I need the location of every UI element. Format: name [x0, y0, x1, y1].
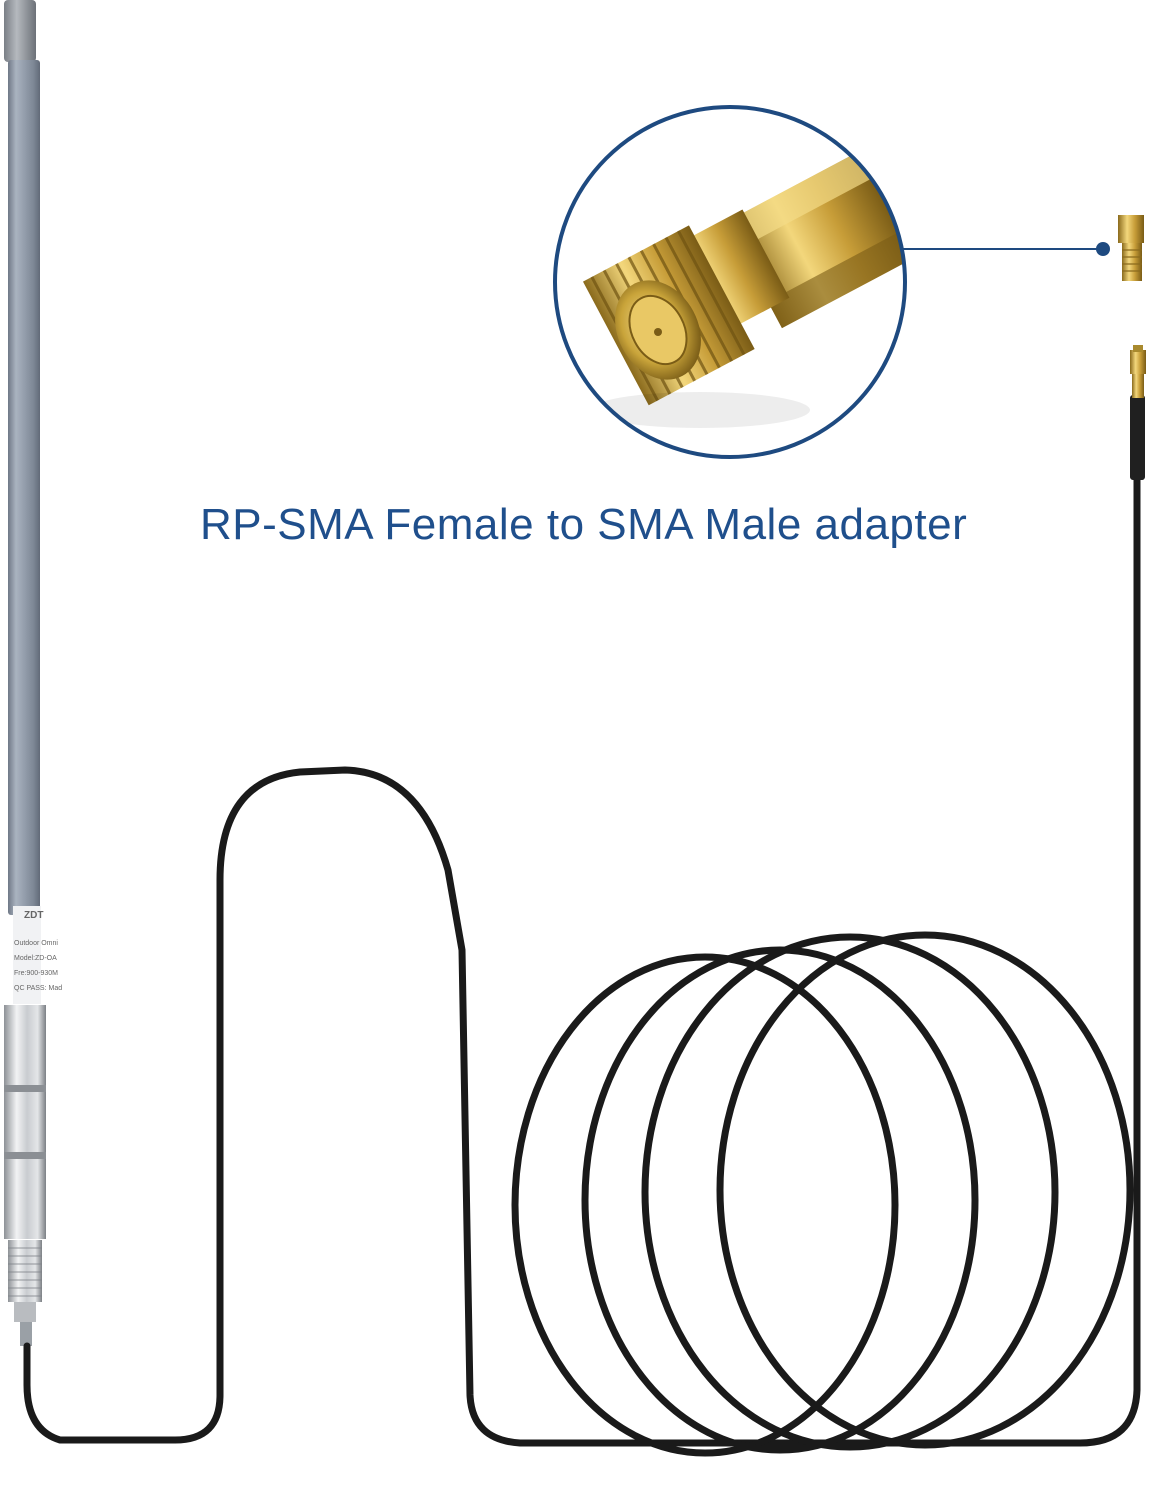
zoom-circle-border — [553, 105, 907, 459]
antenna-label-line2: Model:ZD-OA — [14, 955, 57, 962]
n-connector-nut — [8, 1240, 42, 1302]
antenna-label-brand: ZDT — [24, 910, 43, 921]
adapter-thumbnail — [1118, 215, 1144, 281]
antenna-label-line3: Fre:900-930M — [14, 970, 58, 977]
adapter-caption: RP-SMA Female to SMA Male adapter — [200, 500, 968, 549]
antenna-label-line1: Outdoor Omni — [14, 940, 58, 947]
antenna-label-sticker: ZDT Outdoor Omni Model:ZD-OA Fre:900-930… — [13, 906, 62, 1004]
sma-male-connector — [1130, 345, 1146, 480]
antenna-body — [8, 60, 40, 915]
callout-dot — [1096, 242, 1110, 256]
adapter-zoom-callout — [553, 105, 907, 459]
antenna-mount-upper — [4, 1005, 46, 1085]
antenna-mount-lower — [4, 1159, 46, 1239]
coax-cable — [23, 466, 1141, 1457]
antenna-label-line4: QC PASS: Mad — [14, 985, 62, 992]
antenna: ZDT Outdoor Omni Model:ZD-OA Fre:900-930… — [4, 0, 62, 1346]
antenna-top-cap — [4, 0, 36, 62]
